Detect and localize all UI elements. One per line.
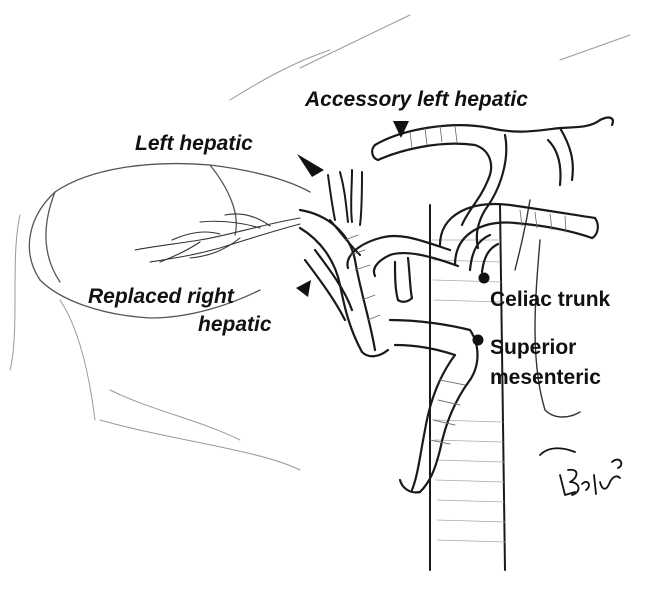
intrahepatic-branches — [135, 214, 300, 262]
label-left-hepatic: Left hepatic — [135, 132, 253, 156]
superior-mesenteric-artery — [390, 320, 478, 492]
arrowhead-left-hepatic — [297, 154, 324, 177]
label-replaced-right-hepatic-line1: Replaced right — [88, 285, 234, 309]
label-superior-mesenteric-line1: Superior — [490, 336, 576, 360]
arrowhead-replaced-right-hepatic — [296, 280, 311, 297]
label-replaced-right-hepatic-line2: hepatic — [198, 313, 272, 337]
label-celiac-trunk: Celiac trunk — [490, 288, 610, 312]
label-accessory-left-hepatic: Accessory left hepatic — [305, 88, 528, 112]
replaced-right-hepatic-artery — [300, 210, 388, 356]
dot-superior-mesenteric — [473, 335, 484, 346]
left-hepatic-artery — [328, 170, 362, 255]
label-superior-mesenteric-line2: mesenteric — [490, 366, 601, 390]
artist-signature — [540, 448, 621, 495]
accessory-left-hepatic-artery — [372, 118, 613, 248]
pointer-dots — [473, 273, 490, 346]
background-contours — [10, 15, 630, 470]
dot-celiac-trunk — [479, 273, 490, 284]
